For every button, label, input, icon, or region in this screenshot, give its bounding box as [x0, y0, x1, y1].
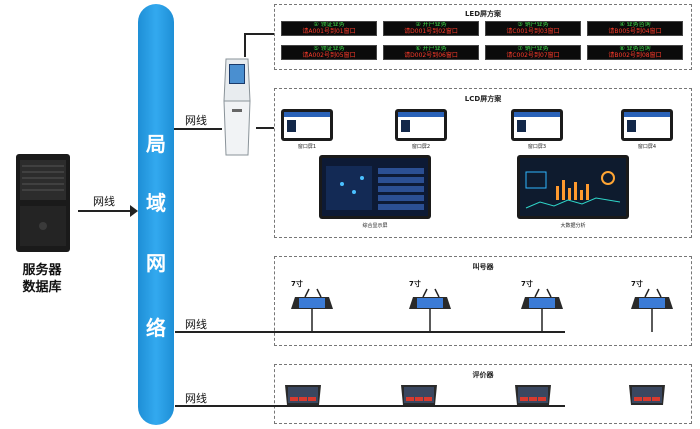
server-tower-icon: [14, 152, 72, 254]
kiosk-cable: [174, 128, 222, 130]
kiosk-led-connector-h: [244, 33, 274, 35]
evaluator-section: 评价器: [175, 364, 692, 424]
led-section: LED屏方案 ① 领证业务请A001号到01窗口 ② 开户业务请D001号到02…: [274, 4, 692, 70]
caller-1-size: 7寸: [291, 280, 303, 288]
caller-device-icon: [629, 285, 675, 333]
evaluator-device-icon: [513, 383, 553, 407]
server-cable: [78, 210, 134, 212]
big-data-screen: [517, 155, 629, 219]
evaluator-device-icon: [283, 383, 323, 407]
window-screen-4: [621, 109, 673, 141]
caller-2-size: 7寸: [409, 280, 421, 288]
window-screen-3: [511, 109, 563, 141]
led-panel-4: ④ 业务咨询请B005号到04窗口: [587, 21, 683, 36]
evaluator-device-icon: [399, 383, 439, 407]
caller-device-icon: [289, 285, 335, 333]
led-section-title: LED屏方案: [464, 10, 502, 18]
comprehensive-display-screen: [319, 155, 431, 219]
lcd-section: LCD屏方案 窗口屏1 窗口屏2 窗口屏3 窗口屏4: [274, 88, 692, 238]
caller-device-icon: [519, 285, 565, 333]
bus-char-4: 络: [146, 316, 166, 340]
kiosk-cable-label: 网线: [185, 114, 207, 127]
evaluator-bus-line: [175, 405, 565, 407]
comprehensive-display-caption: 综合显示屏: [362, 223, 388, 229]
lcd-section-title: LCD屏方案: [464, 95, 502, 103]
window-screen-1: [281, 109, 333, 141]
caller-device-icon: [407, 285, 453, 333]
led-panel-5: ⑤ 领证业务请A002号到05窗口: [281, 45, 377, 60]
kiosk-icon: [218, 55, 256, 159]
caller-section-title: 叫号器: [472, 263, 494, 271]
caller-section: 叫号器 7寸 7寸 7寸 7寸: [175, 256, 692, 346]
window-screen-4-caption: 窗口屏4: [637, 144, 657, 150]
big-data-caption: 大数据分析: [560, 223, 586, 229]
arrow-icon: [130, 205, 138, 217]
window-screen-1-caption: 窗口屏1: [297, 144, 317, 150]
window-screen-3-caption: 窗口屏3: [527, 144, 547, 150]
lan-bus: 局 域 网 络: [138, 4, 174, 425]
window-screen-2-caption: 窗口屏2: [411, 144, 431, 150]
caller-cable-label: 网线: [185, 318, 207, 331]
led-panel-2: ② 开户业务请D001号到02窗口: [383, 21, 479, 36]
caller-4-size: 7寸: [631, 280, 643, 288]
bus-char-1: 局: [146, 132, 166, 156]
evaluator-cable-label: 网线: [185, 392, 207, 405]
evaluator-device-icon: [627, 383, 667, 407]
led-panel-1: ① 领证业务请A001号到01窗口: [281, 21, 377, 36]
led-panel-8: ⑧ 业务咨询请B002号到08窗口: [587, 45, 683, 60]
server-cable-label: 网线: [93, 195, 115, 208]
kiosk-lcd-connector: [256, 127, 274, 129]
server-label: 服务器 数据库: [22, 263, 62, 295]
caller-3-size: 7寸: [521, 280, 533, 288]
kiosk-led-connector-v: [244, 33, 246, 57]
led-panel-3: ③ 销户业务请C001号到03窗口: [485, 21, 581, 36]
caller-bus-line: [175, 331, 565, 333]
evaluator-section-title: 评价器: [472, 371, 494, 379]
window-screen-2: [395, 109, 447, 141]
bus-char-2: 域: [146, 191, 166, 215]
led-panel-6: ⑥ 开户业务请D002号到06窗口: [383, 45, 479, 60]
led-panel-7: ⑦ 销户业务请C002号到07窗口: [485, 45, 581, 60]
bus-char-3: 网: [146, 251, 166, 275]
